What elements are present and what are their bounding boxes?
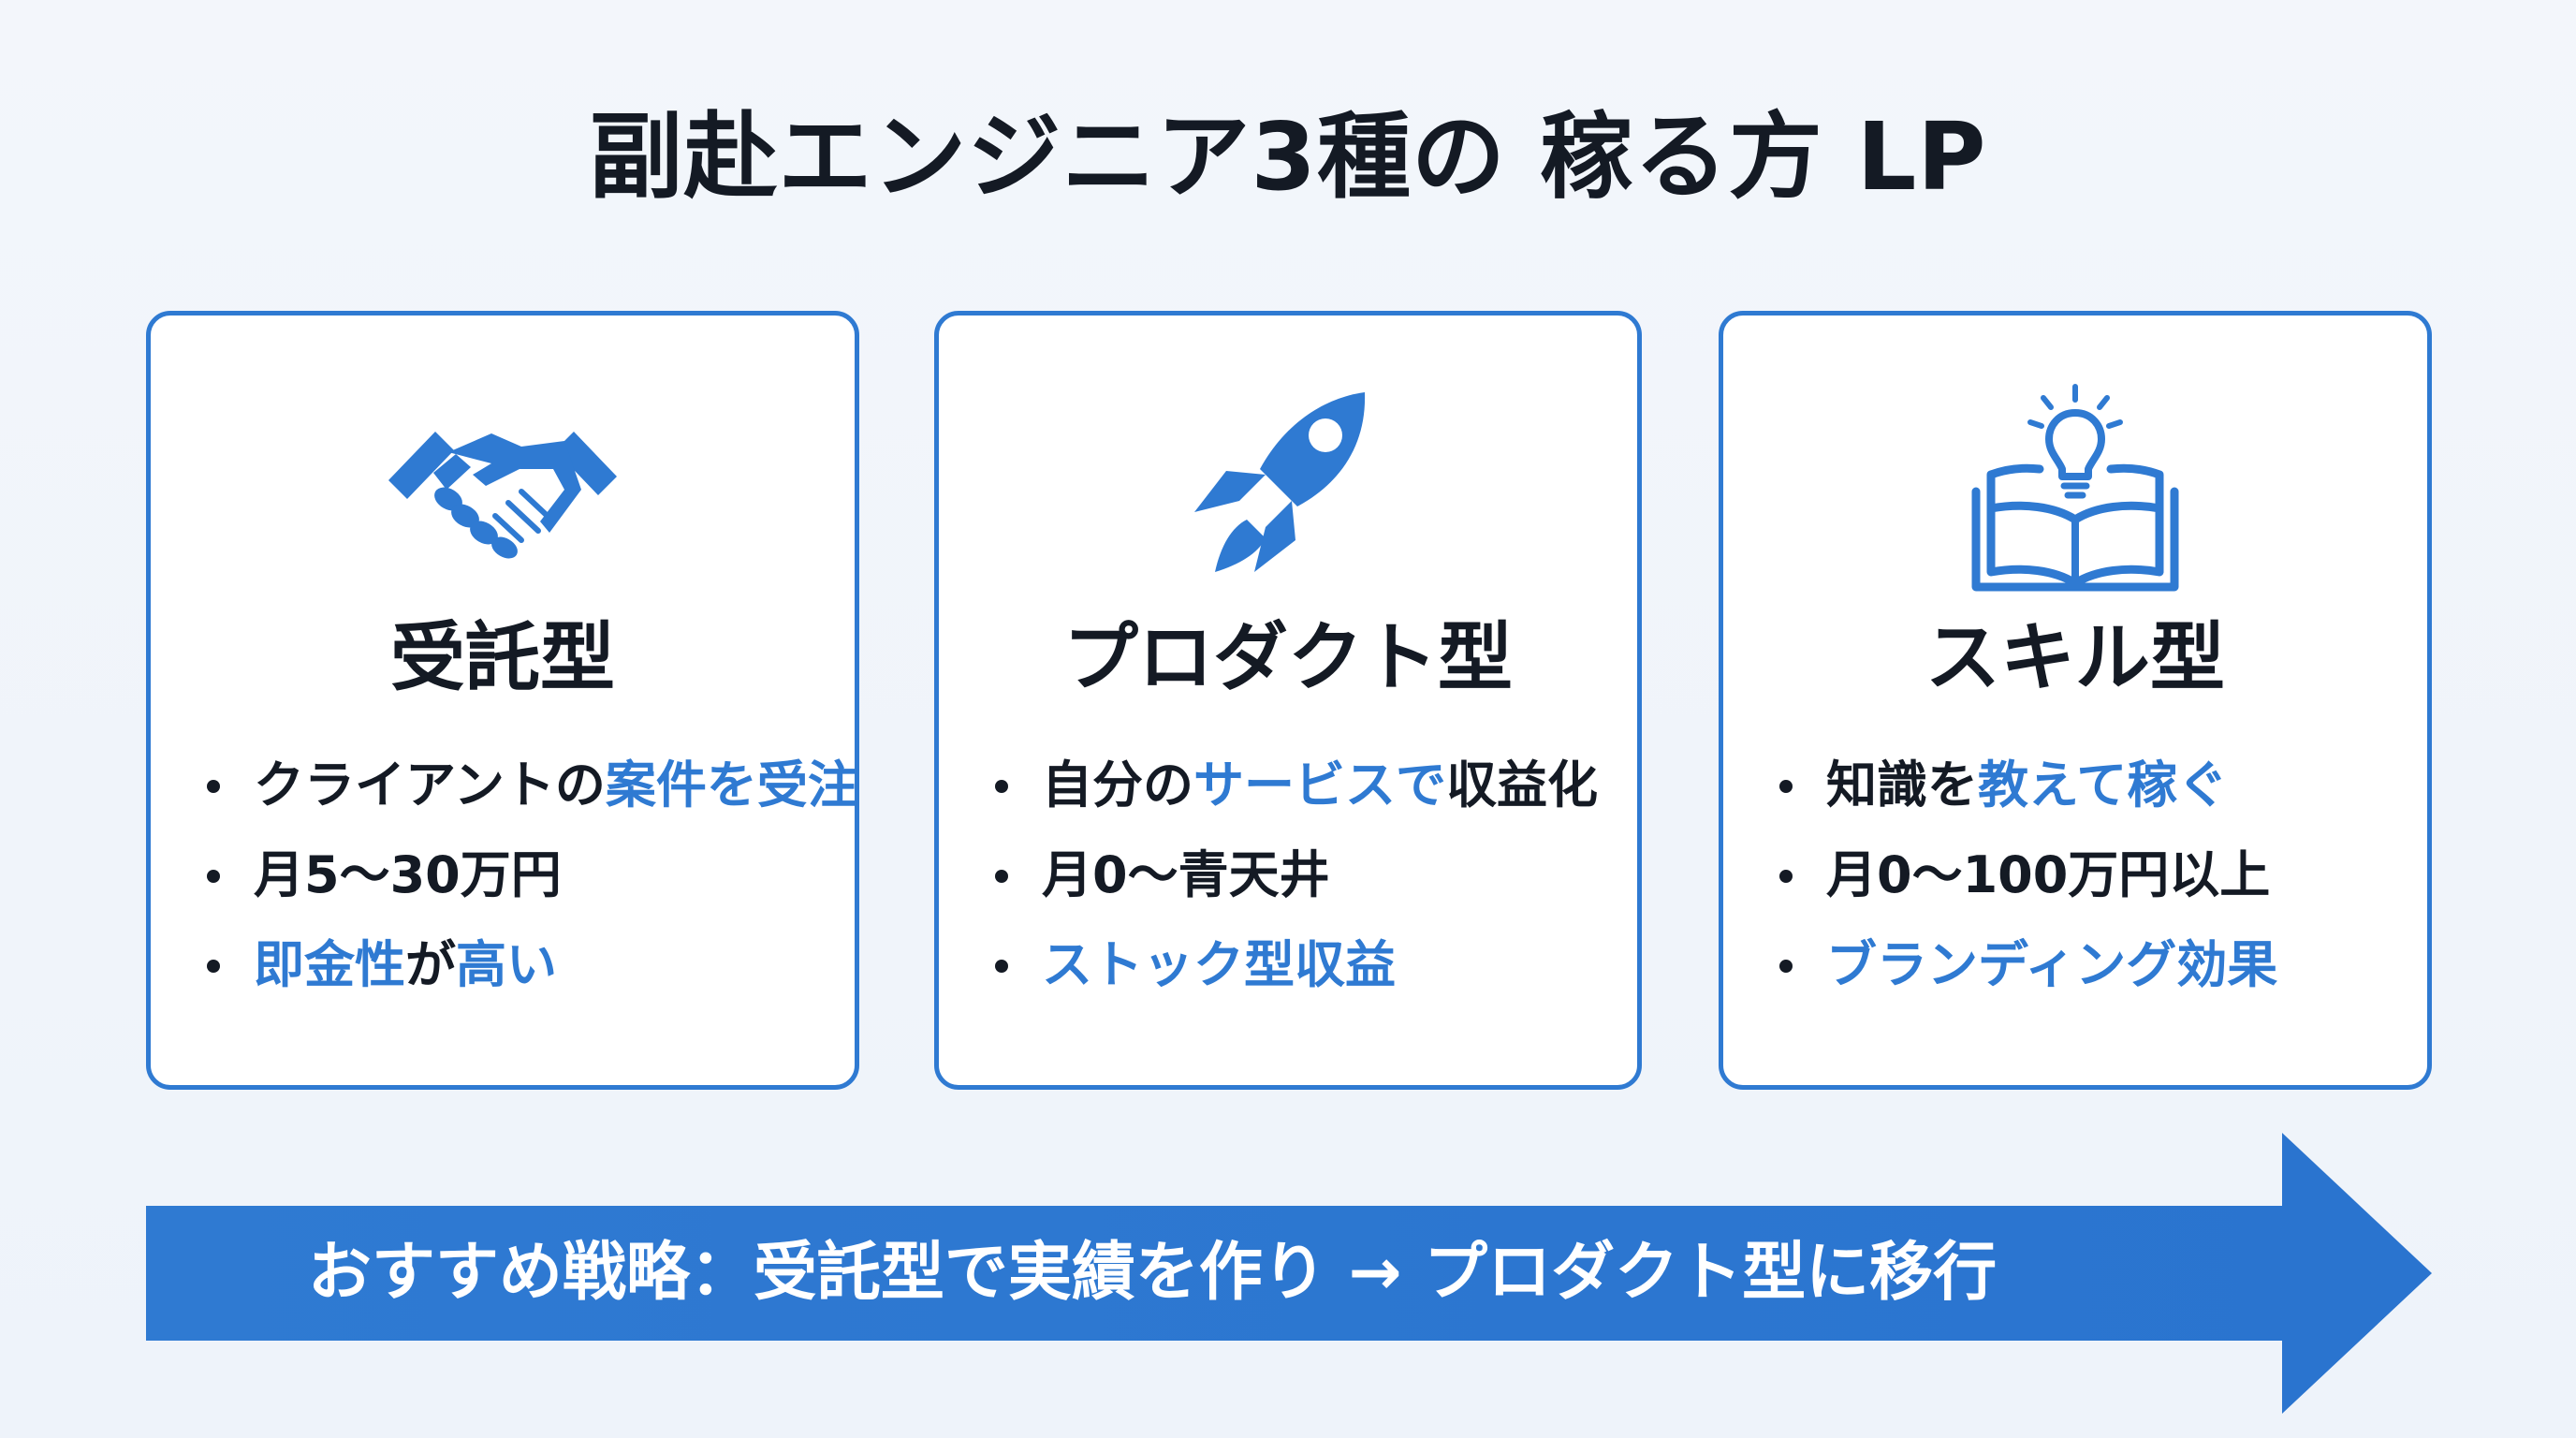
handshake-icon (381, 379, 624, 594)
bullet-highlight: サービスで (1193, 756, 1446, 814)
book-lightbulb-icon (1954, 379, 2197, 594)
bullet-item: ストック型収益 (995, 935, 1598, 995)
page-title: 副赴エンジニア3種の 稼る方 LP (589, 102, 1987, 212)
rocket-icon (1166, 379, 1410, 594)
card-skill: スキル型 知識を教えて稼ぐ 月0〜100万円以上 ブランディング効果 (1719, 311, 2432, 1090)
bullet-list: クライアントの案件を受注 月5〜30万円 即金性が高い (207, 756, 858, 1025)
card-title: プロダクト型 (1063, 614, 1513, 701)
card-title: 受託型 (390, 614, 615, 701)
bullet-text: 月0〜青天井 (1042, 845, 1330, 904)
bullet-highlight: 案件を受注 (605, 756, 858, 814)
card-product: プロダクト型 自分のサービスで収益化 月0〜青天井 ストック型収益 (934, 311, 1642, 1090)
bullet-list: 自分のサービスで収益化 月0〜青天井 ストック型収益 (995, 756, 1598, 1025)
bullet-item: 即金性が高い (207, 935, 858, 995)
strategy-text: おすすめ戦略：受託型で実績を作り → プロダクト型に移行 (307, 1236, 1998, 1310)
bullet-highlight: 高い (456, 935, 557, 994)
bullet-highlight: 即金性 (254, 935, 405, 994)
arrow-shape (146, 1133, 2432, 1414)
bullet-highlight: ストック型収益 (1042, 935, 1396, 994)
bullet-text: クライアントの (254, 756, 606, 814)
bullet-text: 月0〜100万円以上 (1826, 845, 2271, 904)
bullet-list: 知識を教えて稼ぐ 月0〜100万円以上 ブランディング効果 (1779, 756, 2277, 1025)
bullet-text: 収益化 (1446, 756, 1598, 814)
bullet-text: が (405, 935, 456, 994)
bullet-item: 月0〜100万円以上 (1779, 845, 2277, 905)
bullet-highlight: ブランディング効果 (1826, 935, 2278, 994)
strategy-arrow-banner: おすすめ戦略：受託型で実績を作り → プロダクト型に移行 (146, 1133, 2432, 1414)
bullet-highlight: 教えて稼ぐ (1978, 756, 2229, 814)
bullet-item: 知識を教えて稼ぐ (1779, 756, 2277, 815)
card-contract: 受託型 クライアントの案件を受注 月5〜30万円 即金性が高い (146, 311, 859, 1090)
bullet-text: 知識を (1826, 756, 1978, 814)
bullet-text: 自分の (1042, 756, 1193, 814)
bullet-item: 月0〜青天井 (995, 845, 1598, 905)
bullet-item: 自分のサービスで収益化 (995, 756, 1598, 815)
bullet-item: クライアントの案件を受注 (207, 756, 858, 815)
bullet-item: 月5〜30万円 (207, 845, 858, 905)
bullet-item: ブランディング効果 (1779, 935, 2277, 995)
bullet-text: 月5〜30万円 (254, 845, 562, 904)
card-title: スキル型 (1925, 614, 2225, 701)
